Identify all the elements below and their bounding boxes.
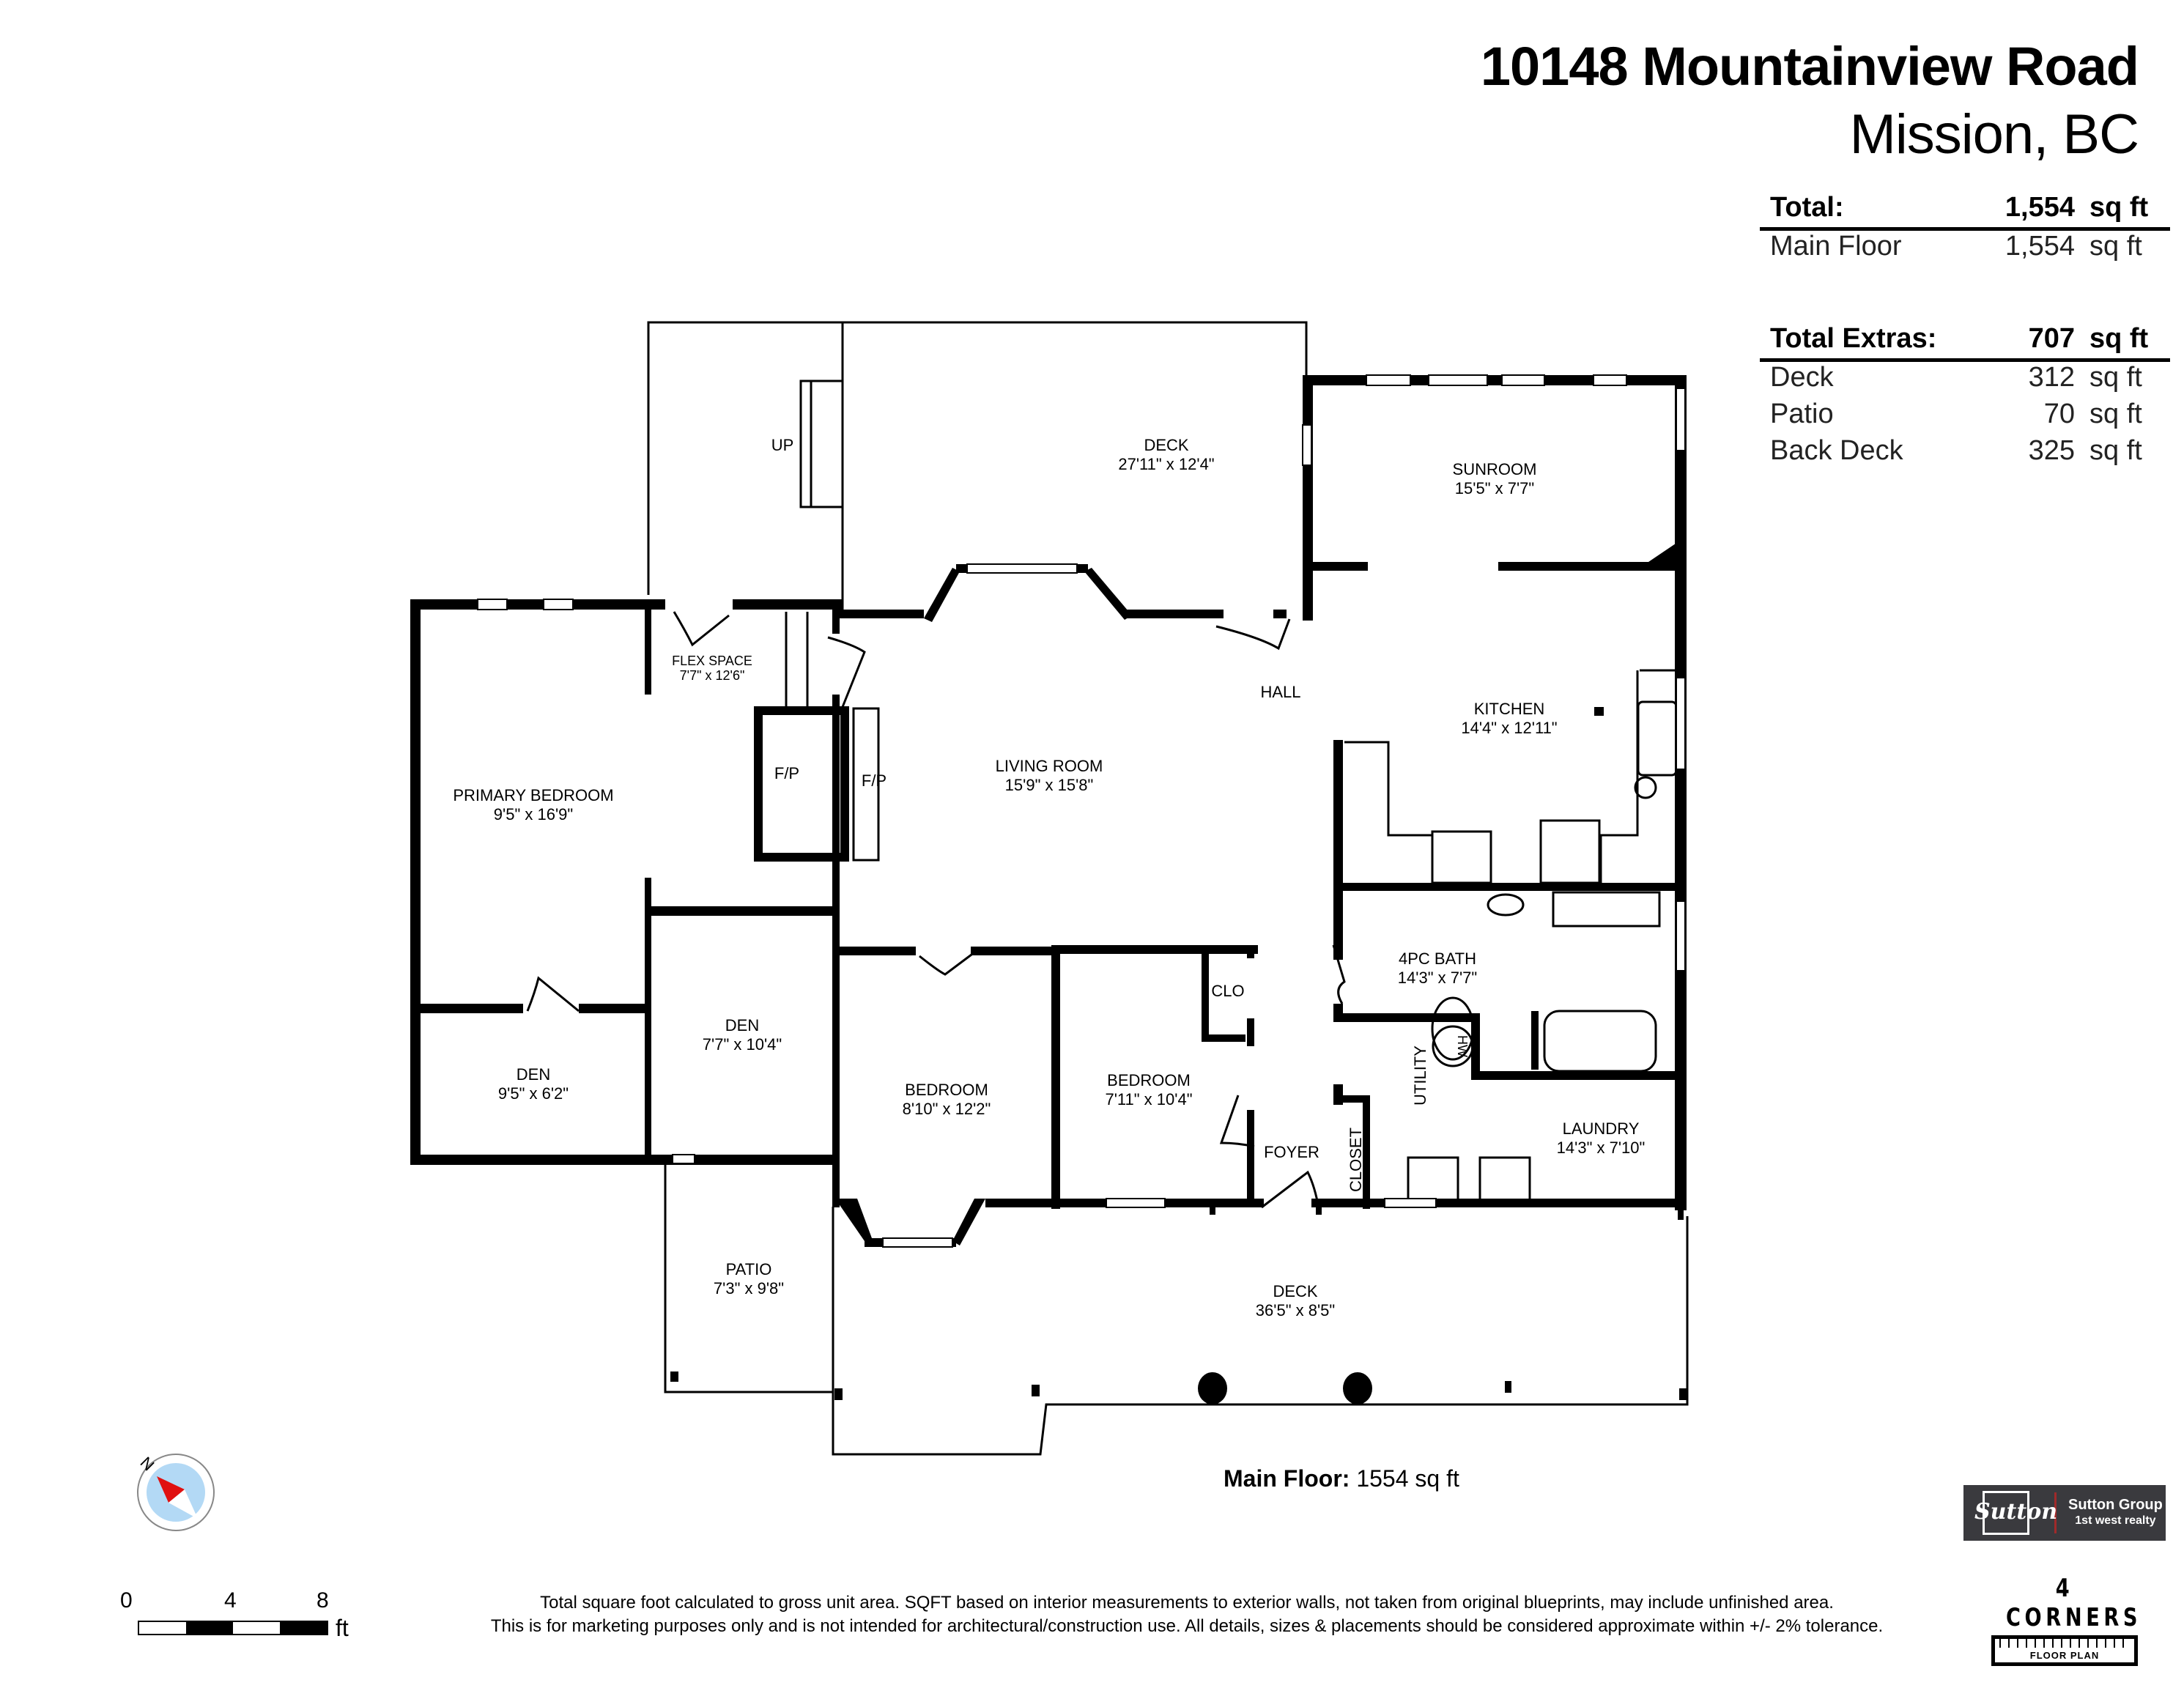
room-name-foyer: FOYER: [1264, 1143, 1319, 1161]
extra-label: Back Deck: [1770, 435, 1903, 466]
hot-water-label: HW: [1455, 1035, 1470, 1057]
room-dims-bath: 14'3" x 7'7": [1398, 969, 1477, 987]
total-row: Total: 1,554 sq ft: [1760, 192, 2170, 231]
room-dims-back-deck: 27'11" x 12'4": [1118, 455, 1214, 473]
room-name-patio: PATIO: [726, 1260, 772, 1278]
total-extras-value: 707: [2028, 323, 2075, 354]
disclaimer: Total square foot calculated to gross un…: [308, 1591, 2066, 1638]
room-name-bedroom-1: BEDROOM: [905, 1081, 988, 1099]
property-address: 10148 Mountainview Road: [1480, 36, 2139, 97]
room-dims-den-2: 9'5" x 6'2": [498, 1084, 569, 1103]
extra-row-back-deck: Back Deck 325 sq ft: [1760, 435, 2170, 472]
four-corners-subtitle: FLOOR PLAN: [2029, 1650, 2100, 1661]
area-summary-table: Total: 1,554 sq ft Main Floor 1,554 sq f…: [1760, 192, 2170, 472]
scale-unit: ft: [336, 1615, 349, 1641]
room-name-living-room: LIVING ROOM: [996, 757, 1103, 775]
sutton-logo-word: Sutton: [1974, 1499, 2058, 1525]
room-name-laundry: LAUNDRY: [1563, 1119, 1640, 1138]
room-name-bedroom-2: BEDROOM: [1107, 1071, 1191, 1089]
windows: [477, 374, 1686, 1248]
scale-tick: 8: [317, 1588, 329, 1613]
total-extras-unit: sq ft: [2089, 323, 2149, 354]
extra-row-patio: Patio 70 sq ft: [1760, 399, 2170, 435]
sutton-group-logo: Sutton Sutton Group 1st west realty: [1963, 1485, 2166, 1541]
room-name-bath: 4PC BATH: [1399, 949, 1476, 968]
total-unit: sq ft: [2089, 192, 2149, 223]
room-name-hall: HALL: [1260, 683, 1300, 701]
floor-label: Main Floor: [1770, 231, 1902, 262]
main-floor-total: Main Floor: 1554 sq ft: [1224, 1465, 1459, 1492]
disclaimer-line-1: Total square foot calculated to gross un…: [540, 1593, 1834, 1613]
room-name-front-deck: DECK: [1273, 1282, 1317, 1300]
room-name-den-2: DEN: [517, 1065, 550, 1084]
floor-total-value: 1554 sq ft: [1356, 1465, 1459, 1492]
room-name-utility: UTILITY: [1411, 1045, 1429, 1106]
extra-unit: sq ft: [2089, 399, 2142, 429]
room-dims-living-room: 15'9" x 15'8": [1005, 776, 1094, 794]
stairs-up-label: UP: [771, 436, 794, 454]
sutton-tagline: 1st west realty: [2075, 1514, 2156, 1527]
floor-value: 1,554: [2005, 231, 2075, 262]
extra-label: Deck: [1770, 362, 1834, 393]
room-dims-den-1: 7'7" x 10'4": [703, 1035, 782, 1054]
total-extras-label: Total Extras:: [1770, 323, 1937, 354]
four-corners-name: 4 CORNERS: [2006, 1574, 2142, 1632]
walls: [410, 375, 1687, 1404]
scale-bar: 0 4 8 ft: [117, 1588, 352, 1654]
room-dims-bedroom-1: 8'10" x 12'2": [903, 1100, 991, 1118]
extra-row-deck: Deck 312 sq ft: [1760, 362, 2170, 399]
room-name-primary-bedroom: PRIMARY BEDROOM: [453, 786, 613, 804]
fireplace-label: F/P: [862, 771, 886, 790]
room-dims-flex-space: 7'7" x 12'6": [680, 668, 745, 683]
room-name-flex-space: FLEX SPACE: [672, 654, 752, 668]
sutton-name: Sutton Group: [2068, 1497, 2163, 1513]
extra-unit: sq ft: [2089, 362, 2142, 393]
extra-value: 312: [2028, 362, 2075, 393]
room-name-sunroom: SUNROOM: [1453, 460, 1537, 478]
room-labels: DECK 27'11" x 12'4" UP SUNROOM 15'5" x 7…: [453, 436, 1645, 1319]
scale-tick: 0: [120, 1588, 133, 1613]
extra-value: 325: [2028, 435, 2075, 466]
compass-icon: N: [132, 1447, 220, 1535]
room-name-back-deck: DECK: [1144, 436, 1188, 454]
ruler-icon: FLOOR PLAN: [1991, 1635, 2138, 1666]
property-city: Mission, BC: [1849, 103, 2139, 166]
floor-unit: sq ft: [2089, 231, 2142, 262]
room-name-den-1: DEN: [725, 1016, 759, 1034]
extra-unit: sq ft: [2089, 435, 2142, 466]
floor-total-label: Main Floor:: [1224, 1465, 1350, 1492]
sutton-logo-box: Sutton: [1974, 1491, 2057, 1535]
room-dims-bedroom-2: 7'11" x 10'4": [1105, 1090, 1192, 1108]
room-dims-primary-bedroom: 9'5" x 16'9": [494, 805, 573, 823]
scale-bar-graphic: [138, 1621, 328, 1635]
room-dims-sunroom: 15'5" x 7'7": [1455, 479, 1534, 497]
fireplace-label: F/P: [774, 764, 799, 782]
floor-row-main: Main Floor 1,554 sq ft: [1760, 231, 2170, 267]
total-value: 1,554: [2005, 192, 2075, 223]
total-label: Total:: [1770, 192, 1844, 223]
scale-tick: 4: [224, 1588, 237, 1613]
room-dims-kitchen: 14'4" x 12'11": [1461, 719, 1557, 737]
room-name-kitchen: KITCHEN: [1474, 700, 1545, 718]
room-dims-front-deck: 36'5" x 8'5": [1256, 1301, 1335, 1319]
room-name-closet: CLOSET: [1347, 1128, 1365, 1192]
total-extras-row: Total Extras: 707 sq ft: [1760, 323, 2170, 362]
room-dims-patio: 7'3" x 9'8": [714, 1279, 784, 1298]
extra-value: 70: [2043, 399, 2075, 429]
disclaimer-line-2: This is for marketing purposes only and …: [490, 1616, 1884, 1636]
room-name-clo: CLO: [1211, 982, 1244, 1000]
room-dims-laundry: 14'3" x 7'10": [1557, 1139, 1646, 1157]
extra-label: Patio: [1770, 399, 1834, 429]
four-corners-logo: 4 CORNERS FLOOR PLAN: [1991, 1574, 2138, 1666]
logo-divider: [2054, 1492, 2057, 1533]
